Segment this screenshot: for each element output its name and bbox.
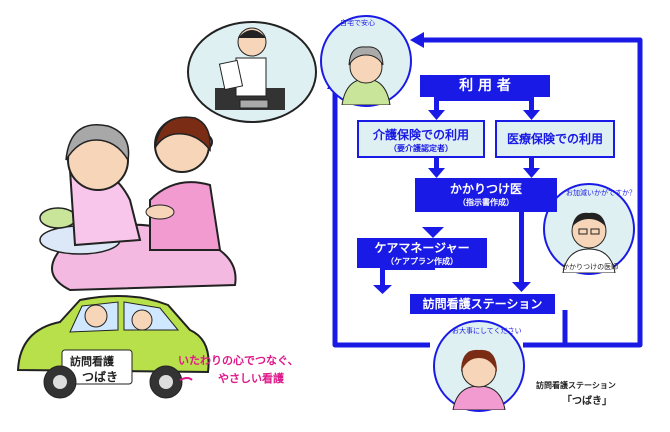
kaigo-box: 介護保険での利用 （要介護認定者） bbox=[357, 120, 485, 158]
station-brand: 「つばき」 bbox=[562, 396, 612, 407]
doctor-box: かかりつけ医 （指示書作成） bbox=[415, 178, 557, 212]
doctor-caption: お加減いかがですか？ bbox=[566, 189, 636, 197]
flow-arrows bbox=[373, 96, 540, 294]
elder-portrait-icon bbox=[341, 46, 391, 106]
nurse-portrait-icon bbox=[452, 349, 506, 411]
elder-circle bbox=[320, 15, 412, 107]
return-loop bbox=[332, 37, 643, 348]
doctor-circle bbox=[543, 183, 635, 275]
doctor-name: かかりつけの医師 bbox=[562, 263, 619, 271]
slogan-line2: やさしい看護 bbox=[218, 372, 284, 385]
user-box: 利 用 者 bbox=[420, 75, 550, 97]
nurse-circle bbox=[433, 320, 525, 412]
elder-caption: 自宅で安心 bbox=[340, 19, 375, 27]
caremanager-box: ケアマネージャー （ケアプラン作成） bbox=[357, 238, 487, 268]
car bbox=[16, 295, 210, 399]
iryo-box: 医療保険での利用 bbox=[495, 120, 615, 158]
doctor-portrait-icon bbox=[562, 212, 616, 274]
bed-scene bbox=[39, 116, 237, 292]
loop-arrowhead-top bbox=[410, 32, 424, 48]
station-box: 訪問看護ステーション bbox=[410, 294, 555, 314]
station-name: 訪問看護ステーション bbox=[536, 381, 616, 390]
car-sign-line2: つばき bbox=[82, 370, 119, 384]
car-sign-line1: 訪問看護 bbox=[70, 355, 114, 368]
slogan-line1: いたわりの心でつなぐ、 bbox=[178, 354, 299, 367]
nurse-caption: お大事にしてください bbox=[452, 327, 522, 335]
